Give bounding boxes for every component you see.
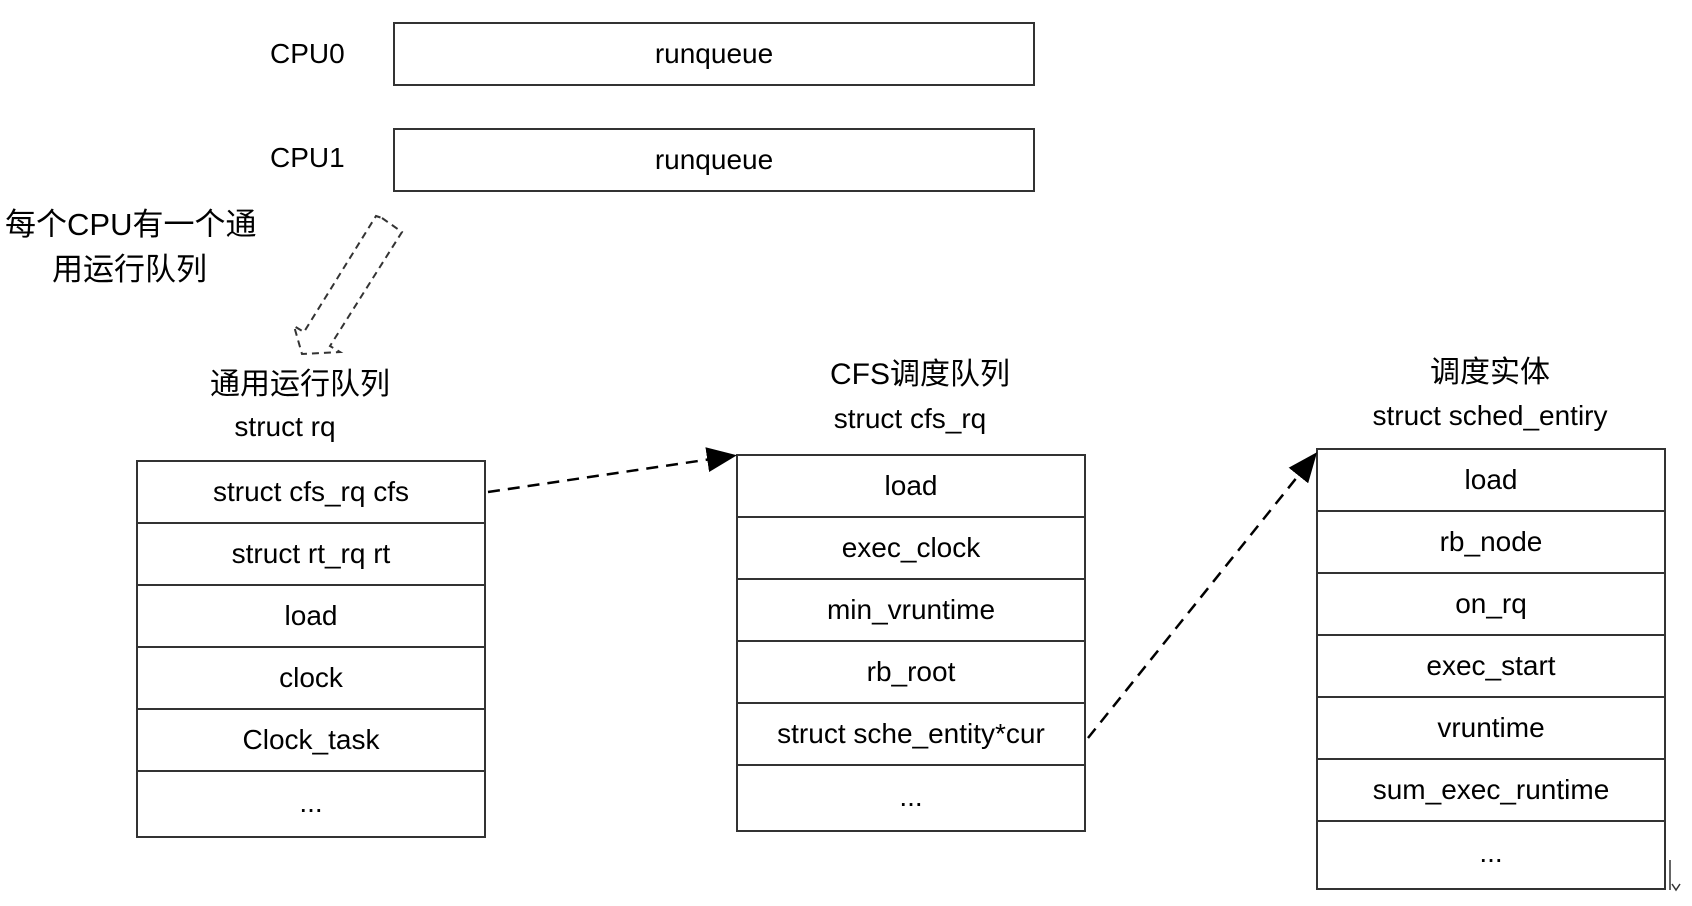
sched-entity-title-cn: 调度实体 xyxy=(1430,356,1550,389)
rq-title-cn: 通用运行队列 xyxy=(210,368,390,401)
sched-entity-field-vruntime: vruntime xyxy=(1318,698,1664,760)
rq-field-ellipsis: ... xyxy=(299,787,323,818)
sched-entity-field-exec-start: exec_start xyxy=(1318,636,1664,698)
cpu1-label: CPU1 xyxy=(270,142,345,173)
rq-field-load: load xyxy=(138,586,484,648)
sched-entity-field-ellipsis: ... xyxy=(1479,837,1503,868)
cfs-rq-field-load: load xyxy=(738,456,1084,518)
cpu1-runqueue-box: runqueue xyxy=(393,128,1035,192)
sched-entity-title-struct: struct sched_entiry xyxy=(1372,400,1608,431)
sched-entity-field-on-rq: on_rq xyxy=(1318,574,1664,636)
sched-entity-field-load: load xyxy=(1318,450,1664,512)
sched-entity-field-sum-exec-runtime: sum_exec_runtime xyxy=(1318,760,1664,822)
cfs-rq-struct-table: load exec_clock min_vruntime rb_root str… xyxy=(736,454,1086,832)
cfs-rq-field-exec-clock: exec_clock xyxy=(738,518,1084,580)
arrow-cur-to-sched-entity xyxy=(1087,452,1318,739)
annotation-line2: 用运行队列 xyxy=(52,252,207,287)
rq-field-rt: struct rt_rq rt xyxy=(138,524,484,586)
rq-struct-table: struct cfs_rq cfs struct rt_rq rt load c… xyxy=(136,460,486,838)
rq-field-clock: clock xyxy=(138,648,484,710)
rq-field-clock-task: Clock_task xyxy=(138,710,484,772)
cfs-rq-title-cn: CFS调度队列 xyxy=(830,358,1010,391)
sched-entity-struct-table: load rb_node on_rq exec_start vruntime s… xyxy=(1316,448,1666,890)
cfs-rq-field-rb-root: rb_root xyxy=(738,642,1084,704)
cfs-rq-field-min-vruntime: min_vruntime xyxy=(738,580,1084,642)
cpu0-runqueue-box: runqueue xyxy=(393,22,1035,86)
cfs-rq-field-cur: struct sche_entity*cur xyxy=(738,704,1084,766)
corner-mark xyxy=(1669,860,1681,892)
annotation-line1: 每个CPU有一个通 xyxy=(5,207,257,242)
cfs-rq-title-struct: struct cfs_rq xyxy=(833,403,987,434)
arrow-rq-to-cfs-rq xyxy=(487,447,737,494)
rq-field-cfs: struct cfs_rq cfs xyxy=(138,462,484,524)
sched-entity-field-rb-node: rb_node xyxy=(1318,512,1664,574)
rq-title-struct: struct rq xyxy=(234,411,336,442)
cfs-rq-field-ellipsis: ... xyxy=(899,781,923,812)
dashed-hollow-arrow xyxy=(292,214,404,356)
cpu0-label: CPU0 xyxy=(270,38,345,69)
